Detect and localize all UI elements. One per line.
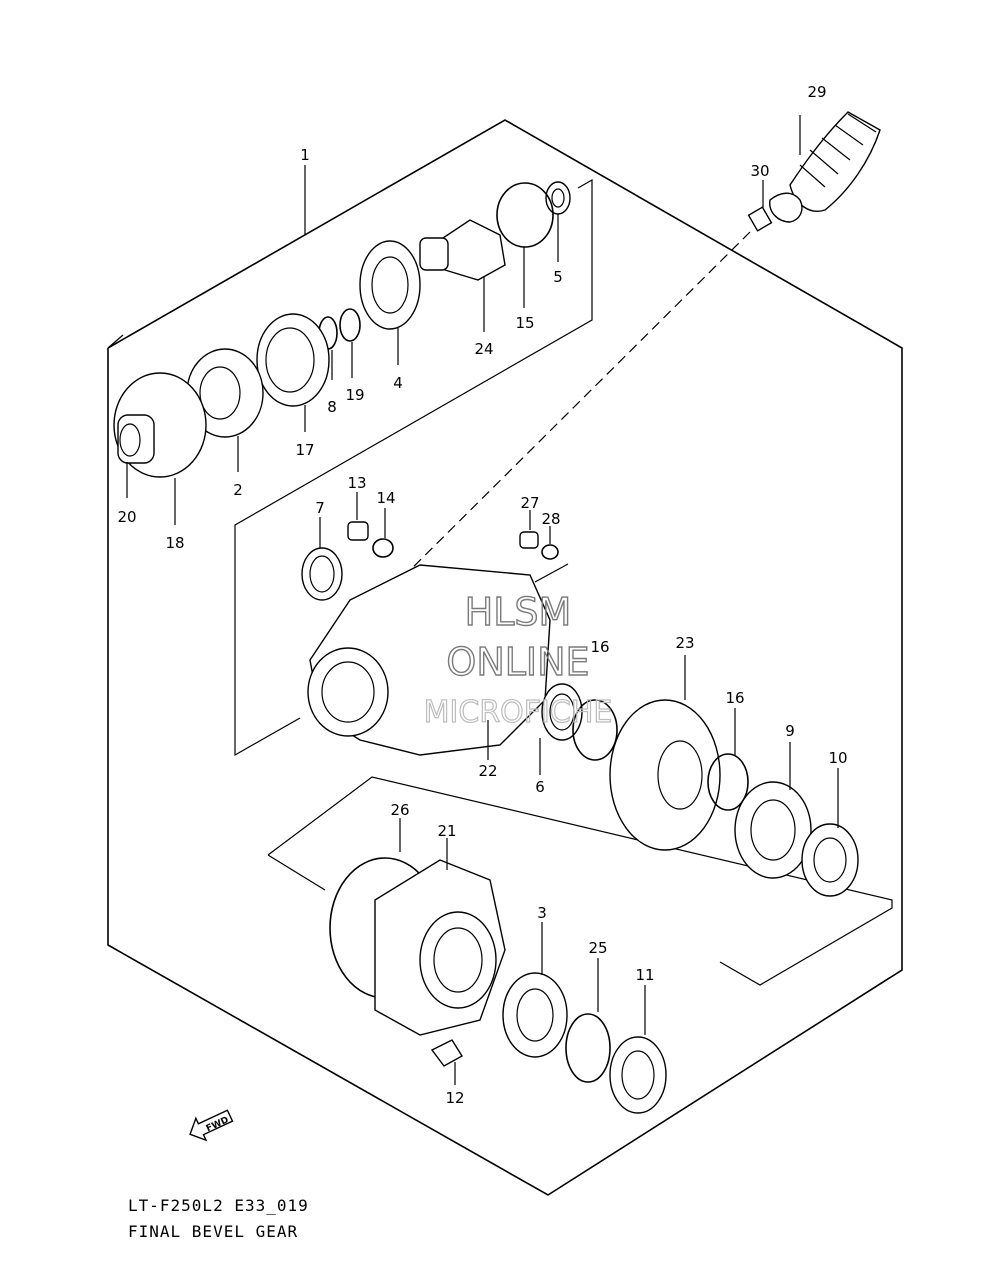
- snap-ring-19: [339, 308, 361, 378]
- callout-12: 12: [445, 1089, 464, 1107]
- o-ring: [496, 182, 554, 308]
- lock-nut: [256, 313, 330, 432]
- watermark: HLSM ONLINE MICROFICHE: [423, 589, 613, 730]
- shaft-axis-line: [369, 231, 751, 611]
- callout-24: 24: [474, 340, 493, 358]
- circlip-25: [565, 958, 611, 1083]
- callout-25: 25: [588, 939, 607, 957]
- callout-16-left: 16: [590, 638, 609, 656]
- pinion-bearing-small: [545, 181, 571, 262]
- callout-15: 15: [515, 314, 534, 332]
- bearing-3: [502, 922, 568, 1058]
- diagram-title: FINAL BEVEL GEAR: [128, 1222, 299, 1241]
- callout-27: 27: [520, 494, 539, 512]
- callout-8: 8: [327, 398, 337, 416]
- callout-1: 1: [300, 146, 310, 164]
- oil-seal-10: [801, 768, 859, 897]
- clamp-part: [747, 180, 773, 232]
- watermark-line-1: HLSM: [465, 590, 572, 634]
- gear-case-cover: [374, 838, 506, 1036]
- callout-16-right: 16: [725, 689, 744, 707]
- output-coupling: [113, 372, 207, 525]
- callout-19: 19: [345, 386, 364, 404]
- callout-6: 6: [535, 778, 545, 796]
- diagram-code: LT-F250L2 E33_019: [128, 1196, 309, 1215]
- callout-30: 30: [750, 162, 769, 180]
- callout-13: 13: [347, 474, 366, 492]
- callout-28: 28: [541, 510, 560, 528]
- o-ring-28: [541, 526, 559, 560]
- callout-9: 9: [785, 722, 795, 740]
- bearing-4: [359, 240, 421, 365]
- oil-seal-2: [186, 348, 264, 472]
- shim-16-left: [572, 699, 618, 761]
- callout-20: 20: [117, 508, 136, 526]
- callout-23: 23: [675, 634, 694, 652]
- boot-part: [769, 111, 881, 223]
- callout-7: 7: [315, 499, 325, 517]
- callout-26: 26: [390, 801, 409, 819]
- callout-3: 3: [537, 904, 547, 922]
- shim-16-right: [707, 708, 749, 811]
- fwd-arrow-icon: FWD: [189, 1109, 234, 1142]
- bolt-12: [430, 1039, 463, 1085]
- callout-10: 10: [828, 749, 847, 767]
- bearing-9: [734, 742, 812, 879]
- callout-29: 29: [807, 83, 826, 101]
- callout-17: 17: [295, 441, 314, 459]
- watermark-line-2: ONLINE: [446, 640, 589, 684]
- housing-group-bracket: [267, 563, 893, 986]
- callout-18: 18: [165, 534, 184, 552]
- callout-21: 21: [437, 822, 456, 840]
- callout-2: 2: [233, 481, 243, 499]
- callout-labels: 1 29 30 5 15 24 4 19 8 17 2 20 18 13 14 …: [117, 83, 847, 1107]
- oil-seal-11: [609, 985, 667, 1114]
- assembly-outline: [107, 119, 903, 1196]
- o-ring-14: [372, 508, 394, 558]
- callout-14: 14: [376, 489, 395, 507]
- callout-11: 11: [635, 966, 654, 984]
- pinion-gear: [419, 219, 506, 332]
- needle-bearing: [539, 683, 583, 775]
- seal-7: [301, 517, 343, 601]
- cap-13: [347, 492, 369, 541]
- cap-27: [519, 510, 539, 549]
- callout-22: 22: [478, 762, 497, 780]
- callout-4: 4: [393, 374, 403, 392]
- callout-5: 5: [553, 268, 563, 286]
- watermark-line-3: MICROFICHE: [424, 695, 613, 730]
- ring-gear: [609, 655, 721, 851]
- pinion-group-bracket: [234, 178, 593, 757]
